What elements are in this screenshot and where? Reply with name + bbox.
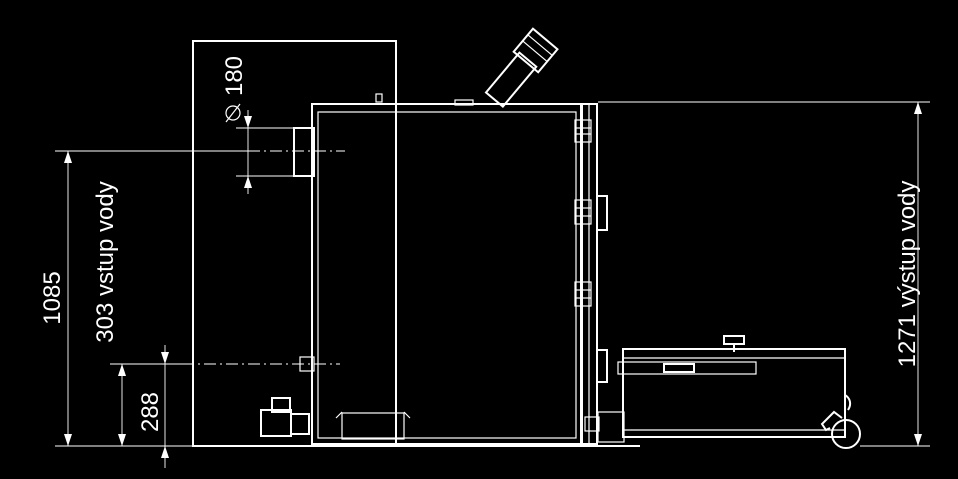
boiler-body <box>193 99 640 447</box>
flue-outlet <box>248 127 345 177</box>
dimension-1271-water-outlet: 1271 výstup vody <box>598 101 930 447</box>
dimension-flue-diameter: 180 <box>221 56 300 194</box>
diameter-symbol-icon <box>225 103 241 123</box>
dimension-label-1085: 1085 <box>39 271 66 324</box>
dimension-1085: 1085 <box>39 150 250 447</box>
feeder-wheel <box>831 419 861 449</box>
feeder-unit <box>584 335 861 449</box>
dimension-303-water-inlet: 303 vstup vody <box>92 181 193 446</box>
valve-block <box>260 397 310 437</box>
dimension-label-303: 303 vstup vody <box>92 181 119 342</box>
door-handle-lower <box>597 349 608 383</box>
dimension-label-flue-diameter: 180 <box>221 56 248 96</box>
dimension-label-288: 288 <box>137 392 164 432</box>
ash-pan <box>341 412 405 440</box>
flue-stack <box>192 40 397 447</box>
door-hinges <box>574 119 592 307</box>
exhaust-fan <box>484 27 559 108</box>
dimension-label-1271: 1271 výstup vody <box>894 181 921 368</box>
door-handle-upper <box>597 195 608 231</box>
dimension-288: 288 <box>137 345 169 468</box>
